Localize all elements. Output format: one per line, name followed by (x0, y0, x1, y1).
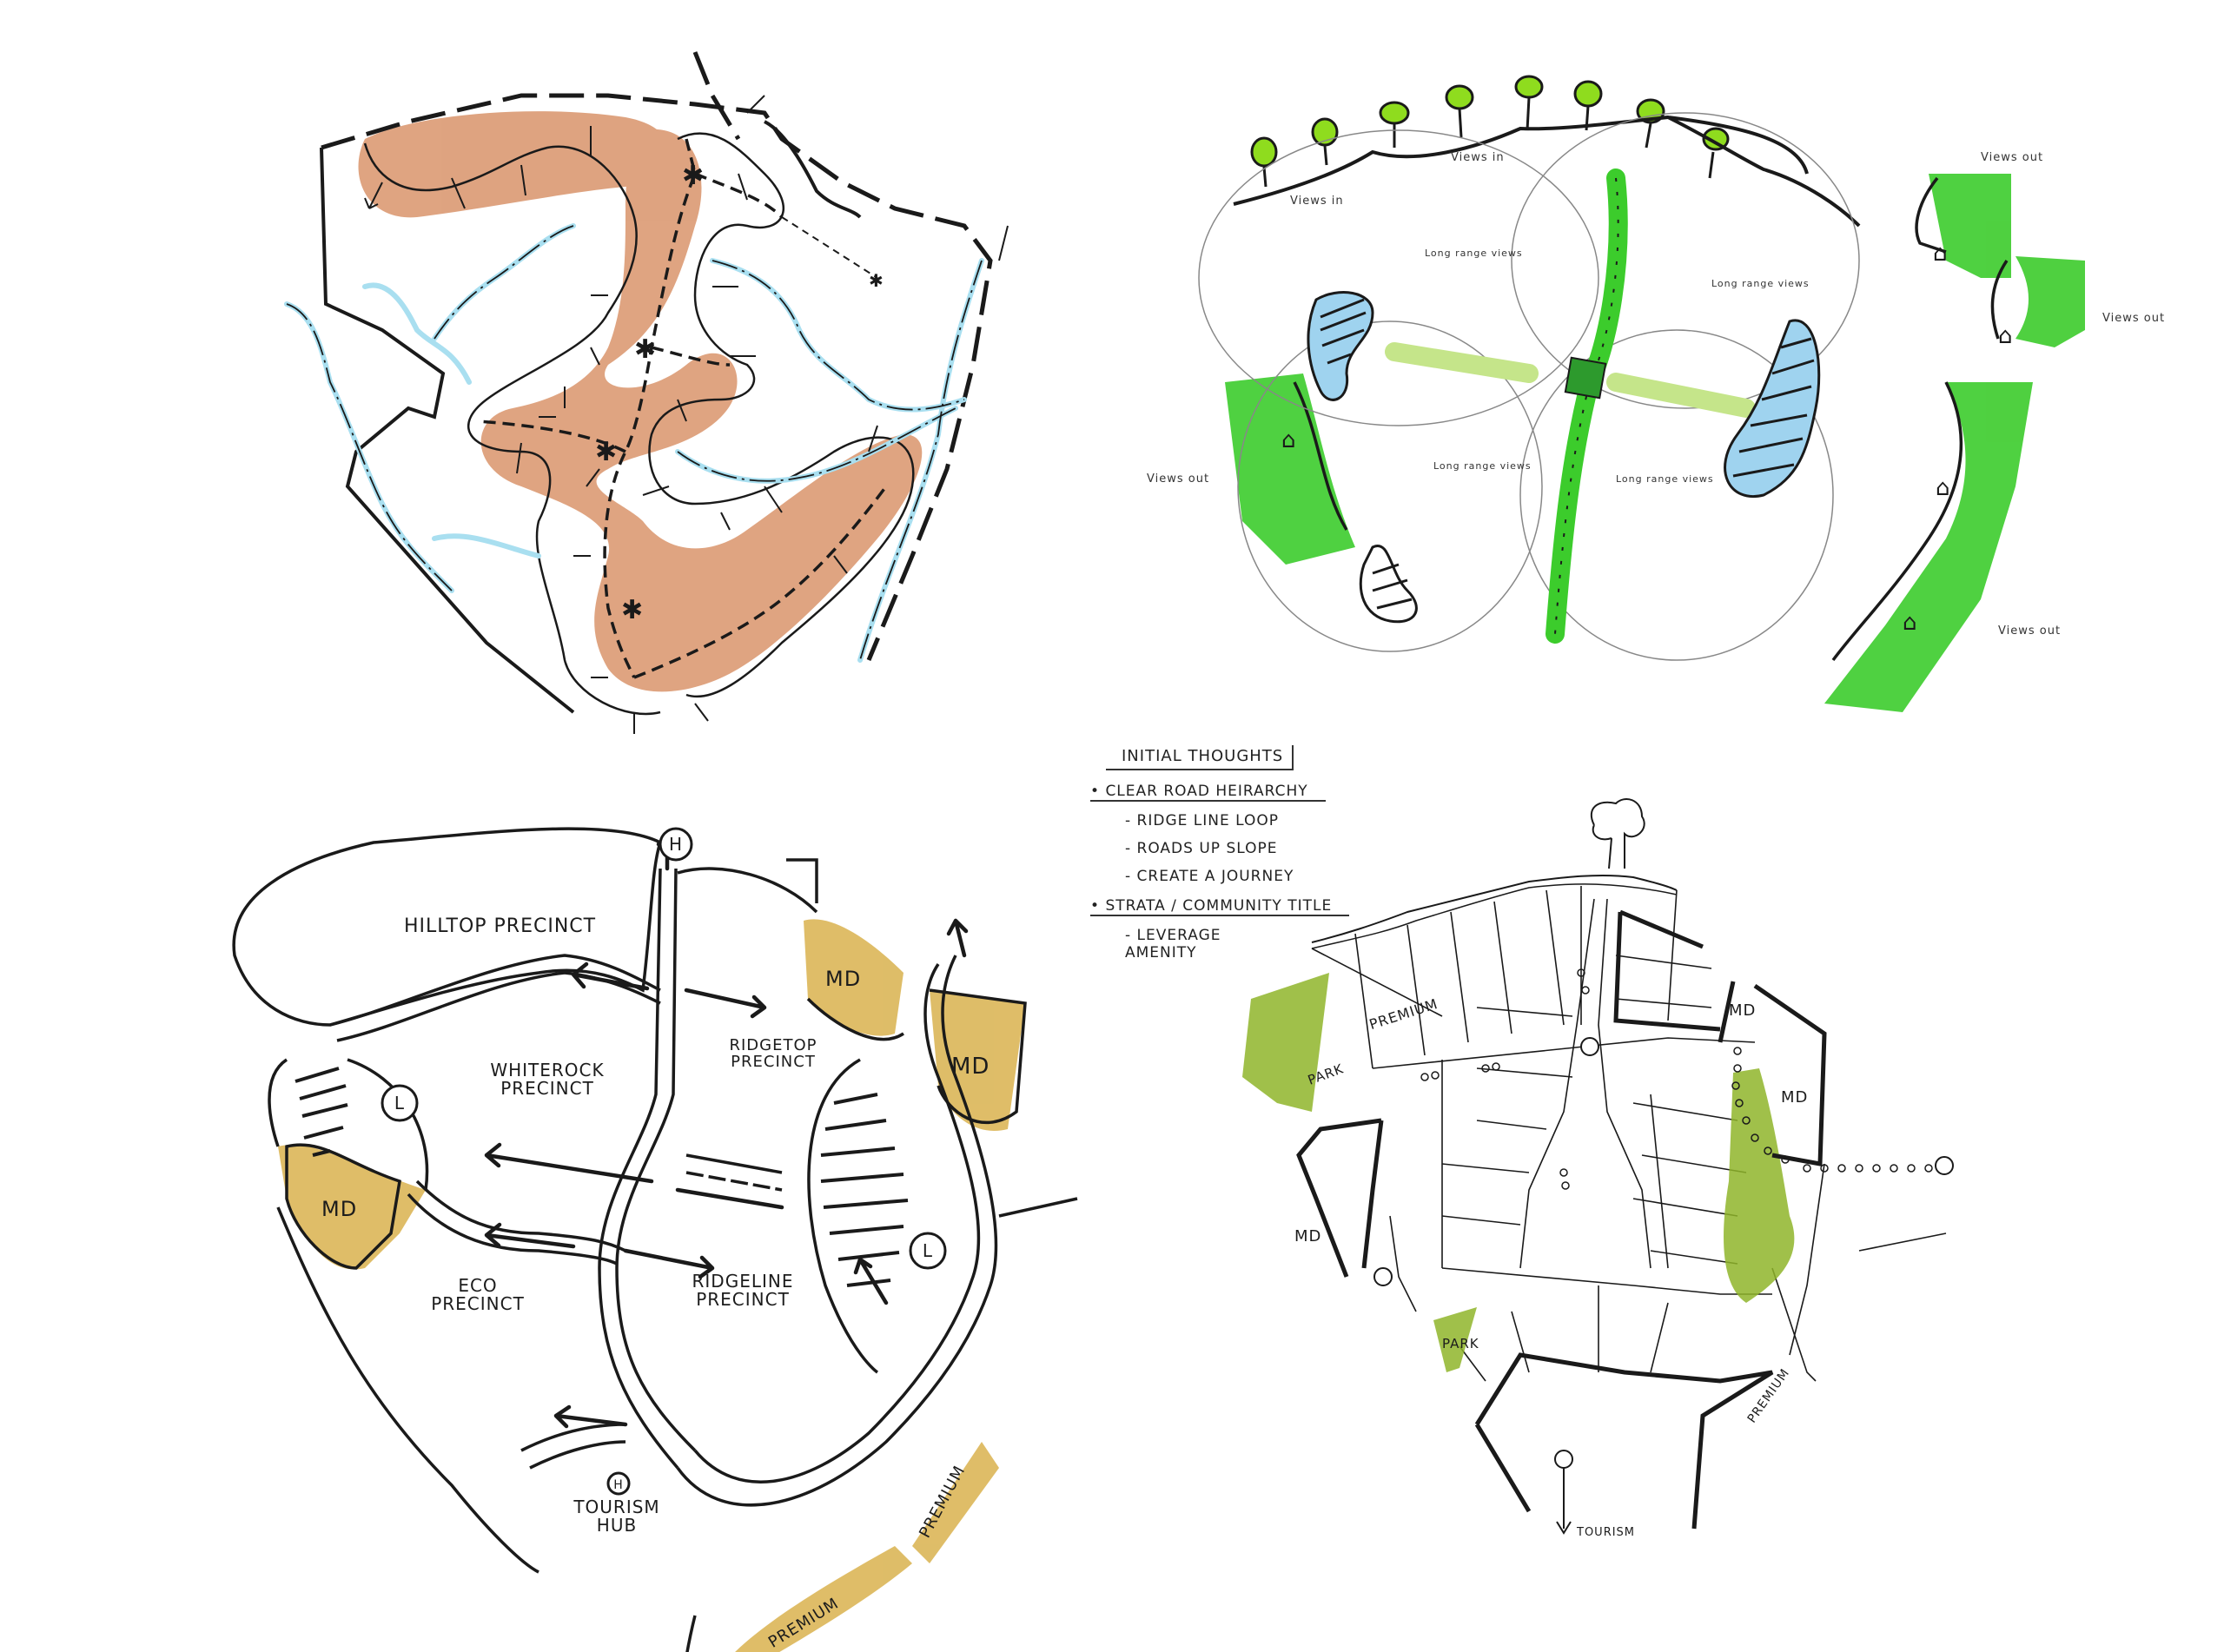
view-zones (1198, 112, 1860, 661)
ridge-outline (363, 132, 915, 716)
md-label-right: MD (1781, 1088, 1809, 1107)
node-star-icon: ✱ (621, 595, 643, 625)
views-in-label-2: Views in (1451, 151, 1505, 164)
whiterock-precinct-label: Whiterock Precinct (490, 1060, 605, 1099)
md-label-top: MD (1729, 1001, 1757, 1020)
md-label-left: MD (1294, 1227, 1322, 1246)
md-label-3: MD (321, 1197, 358, 1221)
lake-marker-circle (381, 1084, 419, 1122)
notes-subitem: - Roads up slope (1125, 840, 1278, 857)
vegetation-edges (1293, 176, 2009, 662)
house-icon: ⌂ (1998, 323, 2013, 349)
long-range-views-label-1: Long range views (1425, 248, 1523, 259)
node-star-icon: ✱ (634, 334, 656, 365)
site-boundary (321, 51, 993, 661)
precinct-plan-sketch: H L L H Hilltop Precinct Whiterock Preci… (0, 747, 1112, 1652)
tourism-label: Tourism (1577, 1526, 1636, 1539)
street-tree-markers (1420, 968, 1933, 1190)
notes-item-strata: • Strata / Community title - Leverage am… (1090, 885, 1350, 961)
park-label-bottom: Park (1442, 1336, 1479, 1351)
lot-lines (1311, 886, 1947, 1382)
open-space-hatching (295, 1067, 909, 1287)
creek-ink (286, 225, 983, 661)
ridge-edge (1311, 874, 1678, 943)
roundabouts (1373, 1037, 1954, 1469)
notes-subitem: - Ridge line loop (1125, 812, 1279, 829)
view-arrows (364, 95, 1009, 734)
md-outlines (1296, 909, 1827, 1530)
lake-hatching (1320, 298, 1815, 610)
ridge-road (477, 138, 888, 679)
precinct-boundaries (232, 827, 1027, 1652)
central-node-hatch (1564, 356, 1607, 400)
node-star-icon: ✱ (595, 437, 617, 467)
long-range-views-label-4: Long range views (1616, 473, 1714, 485)
eco-precinct-label: Eco Precinct (431, 1275, 525, 1314)
h-marker-label: H (669, 834, 683, 855)
views-analysis-drawing: ⌂ ⌂ ⌂ ⌂ ⌂ Views in Views in Long range v… (1147, 75, 2165, 712)
direction-arrows (484, 831, 969, 1429)
roundabout-icon (1580, 1037, 1599, 1056)
tree-row (1250, 75, 1730, 188)
tourism-hub-label: Tourism Hub (573, 1497, 660, 1536)
layout-plan-sketch: Premium Premium MD MD MD Park Park Touri… (1112, 747, 2224, 1572)
md-label-2: MD (951, 1054, 990, 1080)
long-range-views-label-3: Long range views (1433, 460, 1532, 472)
notes-item-label: • Clear road heirarchy (1090, 783, 1326, 802)
tourism-marker-label: H (613, 1478, 624, 1492)
notes-subitem: - Create a journey (1125, 868, 1294, 885)
tree-icon (1590, 798, 1645, 869)
node-markers: ✱ ✱ ✱ ✱ ✱ (595, 161, 884, 625)
views-in-label-1: Views in (1290, 195, 1344, 208)
md-zones (278, 919, 1025, 1652)
road-network (329, 868, 1078, 1507)
site-edges (320, 120, 862, 714)
circle-markers (381, 827, 947, 1496)
vegetation-bands (1225, 174, 2085, 712)
md-label-1: MD (825, 967, 862, 991)
green-corridor-horizontal (1385, 342, 1756, 418)
views-out-label-right: Views out (2102, 312, 2165, 325)
house-icon: ⌂ (1903, 610, 1917, 636)
lake-marker-label-2: L (923, 1240, 933, 1261)
layout-plan-drawing (1242, 798, 1954, 1535)
views-out-label-bottom-right: Views out (1998, 624, 2061, 638)
ridgeline-analysis-sketch: ✱ ✱ ✱ ✱ ✱ (0, 0, 1112, 747)
tourism-marker-circle (606, 1471, 631, 1496)
house-icon: ⌂ (1936, 475, 1950, 501)
hilltop-precinct-label: Hilltop Precinct (404, 915, 597, 937)
house-icon: ⌂ (1933, 241, 1948, 267)
precinct-plan-drawing: H L L H (232, 827, 1078, 1652)
notes-item-road-hierarchy: • Clear road heirarchy - Ridge line loop… (1090, 770, 1349, 885)
views-analysis-sketch: ⌂ ⌂ ⌂ ⌂ ⌂ Views in Views in Long range v… (1112, 0, 2224, 747)
lake-marker-circle (909, 1232, 947, 1270)
lake-marker-label-1: L (394, 1093, 405, 1113)
node-star-icon: ✱ (869, 270, 884, 291)
house-icon: ⌂ (1281, 427, 1296, 453)
notes-subitem: - Leverage amenity (1125, 927, 1221, 961)
long-range-views-label-2: Long range views (1711, 278, 1810, 289)
green-corridor-vertical (1546, 169, 1628, 644)
initial-thoughts-notes: Initial Thoughts • Clear road heirarchy … (1090, 745, 1350, 961)
views-out-label-left: Views out (1147, 472, 1209, 486)
roundabout-icon (1554, 1450, 1573, 1469)
ridgetop-precinct-label: Ridgetop Precinct (729, 1036, 817, 1071)
node-star-icon: ✱ (682, 161, 704, 191)
ridgeline-analysis-drawing: ✱ ✱ ✱ ✱ ✱ (284, 51, 1009, 734)
views-out-label-top-right: Views out (1981, 151, 2043, 164)
notes-title: Initial Thoughts (1106, 745, 1294, 770)
h-marker-circle (659, 827, 693, 862)
roundabout-icon (1373, 1267, 1393, 1286)
tourism-arrow-icon (1556, 1468, 1572, 1535)
park-areas (1242, 973, 1795, 1372)
top-edge (1233, 115, 1861, 228)
ridgeline-precinct-label: Ridgeline Precinct (692, 1271, 794, 1310)
roundabout-icon (1935, 1156, 1954, 1175)
house-icons: ⌂ ⌂ ⌂ ⌂ ⌂ (1281, 241, 2013, 636)
notes-item-label: • Strata / Community title (1090, 897, 1350, 916)
